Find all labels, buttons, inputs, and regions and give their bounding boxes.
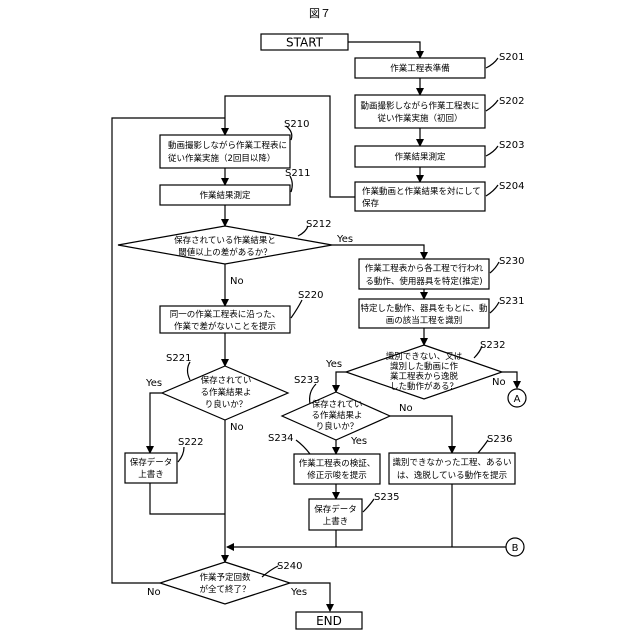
svg-text:特定した動作、器具をもとに、動: 特定した動作、器具をもとに、動 — [360, 303, 487, 314]
step-s203: 作業結果測定 — [355, 146, 485, 167]
svg-text:閾値以上の差があるか？: 閾値以上の差があるか？ — [178, 247, 272, 258]
svg-text:作業工程表準備: 作業工程表準備 — [390, 63, 450, 74]
step-s222: 保存データ 上書き — [125, 453, 177, 483]
start-terminal: START — [261, 34, 348, 50]
svg-text:した動作がある？: した動作がある？ — [390, 381, 458, 392]
svg-text:START: START — [286, 36, 324, 50]
svg-text:る作業結果よ: る作業結果よ — [200, 387, 251, 398]
step-id-s231: S231 — [499, 296, 524, 307]
step-s211: 作業結果測定 — [160, 185, 290, 205]
svg-text:り良いか？: り良いか？ — [316, 421, 359, 432]
step-id-s235: S235 — [374, 492, 399, 503]
decision-s240: 作業予定回数 が全て終了？ — [160, 562, 290, 604]
decision-s212: 保存されている作業結果と 閾値以上の差があるか？ — [118, 226, 332, 264]
svg-text:同一の作業工程表に沿った、: 同一の作業工程表に沿った、 — [170, 309, 281, 320]
step-id-s212: S212 — [306, 219, 331, 230]
svg-text:動画撮影しながら作業工程表に: 動画撮影しながら作業工程表に — [360, 101, 479, 112]
svg-text:作業で差がないことを提示: 作業で差がないことを提示 — [174, 321, 276, 332]
svg-text:保存されてい: 保存されてい — [312, 399, 363, 410]
svg-text:る作業結果よ: る作業結果よ — [311, 410, 362, 421]
branch-s232-no: No — [492, 377, 506, 388]
branch-s212-yes: Yes — [336, 234, 353, 245]
step-id-s220: S220 — [298, 290, 323, 301]
decision-s233: 保存されてい る作業結果よ り良いか？ — [282, 392, 390, 440]
svg-text:作業工程表の検証、: 作業工程表の検証、 — [299, 458, 376, 469]
svg-text:作業結果測定: 作業結果測定 — [199, 190, 251, 201]
step-id-s222: S222 — [178, 437, 203, 448]
branch-s212-no: No — [230, 276, 244, 287]
step-id-s211: S211 — [285, 168, 310, 179]
svg-text:保存データ: 保存データ — [130, 457, 173, 468]
branch-s240-yes: Yes — [290, 587, 307, 598]
step-id-s234: S234 — [268, 433, 293, 444]
step-id-s210: S210 — [284, 119, 309, 130]
figure-title: 図７ — [309, 7, 331, 20]
svg-text:上書き: 上書き — [323, 516, 349, 527]
step-s235: 保存データ 上書き — [309, 499, 362, 530]
step-s201: 作業工程表準備 — [355, 58, 485, 78]
svg-text:保存: 保存 — [362, 198, 380, 209]
step-id-s240: S240 — [277, 561, 302, 572]
svg-text:が全て終了？: が全て終了？ — [199, 584, 250, 595]
step-id-s201: S201 — [499, 52, 524, 63]
connector-a: A — [508, 389, 526, 407]
svg-text:り良いか？: り良いか？ — [205, 399, 248, 410]
connector-b: B — [506, 538, 524, 556]
branch-s233-no: No — [399, 403, 413, 414]
step-s210: 動画撮影しながら作業工程表に 従い作業実施（2回目以降） — [160, 135, 290, 168]
svg-text:保存データ: 保存データ — [314, 504, 357, 515]
svg-text:画の該当工程を識別: 画の該当工程を識別 — [386, 315, 463, 326]
svg-text:動画撮影しながら作業工程表に: 動画撮影しながら作業工程表に — [168, 140, 287, 151]
branch-s240-no: No — [147, 587, 161, 598]
svg-text:作業予定回数: 作業予定回数 — [199, 572, 251, 583]
svg-text:識別した動画に作: 識別した動画に作 — [390, 361, 459, 372]
svg-text:業工程表から逸脱: 業工程表から逸脱 — [390, 371, 459, 382]
step-s236: 識別できなかった工程、あるい は、逸脱している動作を提示 — [389, 453, 515, 484]
svg-text:修正示唆を提示: 修正示唆を提示 — [307, 470, 367, 481]
branch-s233-yes: Yes — [350, 436, 367, 447]
svg-text:A: A — [514, 394, 521, 405]
decision-s221: 保存されてい る作業結果よ り良いか？ — [162, 366, 288, 420]
svg-text:作業動画と作業結果を対にして: 作業動画と作業結果を対にして — [362, 186, 481, 197]
svg-text:保存されてい: 保存されてい — [201, 375, 252, 386]
step-s204: 作業動画と作業結果を対にして 保存 — [355, 182, 485, 211]
branch-s221-yes: Yes — [145, 378, 162, 389]
svg-text:作業工程表から各工程で行われ: 作業工程表から各工程で行われ — [365, 263, 484, 274]
step-s231: 特定した動作、器具をもとに、動 画の該当工程を識別 — [359, 299, 489, 328]
branch-s221-no: No — [230, 422, 244, 433]
step-s230: 作業工程表から各工程で行われ る動作、使用器具を特定(推定) — [359, 259, 489, 289]
svg-text:従い作業実施（初回）: 従い作業実施（初回） — [377, 113, 462, 124]
step-id-s203: S203 — [499, 140, 524, 151]
step-s220: 同一の作業工程表に沿った、 作業で差がないことを提示 — [160, 306, 290, 333]
svg-text:B: B — [512, 543, 519, 554]
step-id-s202: S202 — [499, 96, 524, 107]
svg-text:は、逸脱している動作を提示: は、逸脱している動作を提示 — [397, 470, 507, 481]
svg-text:END: END — [316, 614, 342, 628]
step-id-s232: S232 — [480, 340, 505, 351]
svg-text:識別できない、又は: 識別できない、又は — [386, 351, 463, 362]
branch-s232-yes: Yes — [325, 359, 342, 370]
svg-text:上書き: 上書き — [138, 469, 164, 480]
svg-text:保存されている作業結果と: 保存されている作業結果と — [174, 235, 276, 246]
step-id-s221: S221 — [166, 353, 191, 364]
step-id-s236: S236 — [487, 434, 512, 445]
step-id-s233: S233 — [294, 375, 319, 386]
step-id-s204: S204 — [499, 181, 524, 192]
svg-text:る動作、使用器具を特定(推定): る動作、使用器具を特定(推定) — [365, 276, 482, 287]
svg-text:従い作業実施（2回目以降）: 従い作業実施（2回目以降） — [168, 153, 275, 164]
svg-text:識別できなかった工程、あるい: 識別できなかった工程、あるい — [392, 457, 511, 468]
svg-text:作業結果測定: 作業結果測定 — [394, 152, 446, 163]
end-terminal: END — [296, 612, 362, 629]
step-id-s230: S230 — [499, 256, 524, 267]
step-s202: 動画撮影しながら作業工程表に 従い作業実施（初回） — [355, 95, 485, 128]
step-s234: 作業工程表の検証、 修正示唆を提示 — [294, 454, 380, 484]
